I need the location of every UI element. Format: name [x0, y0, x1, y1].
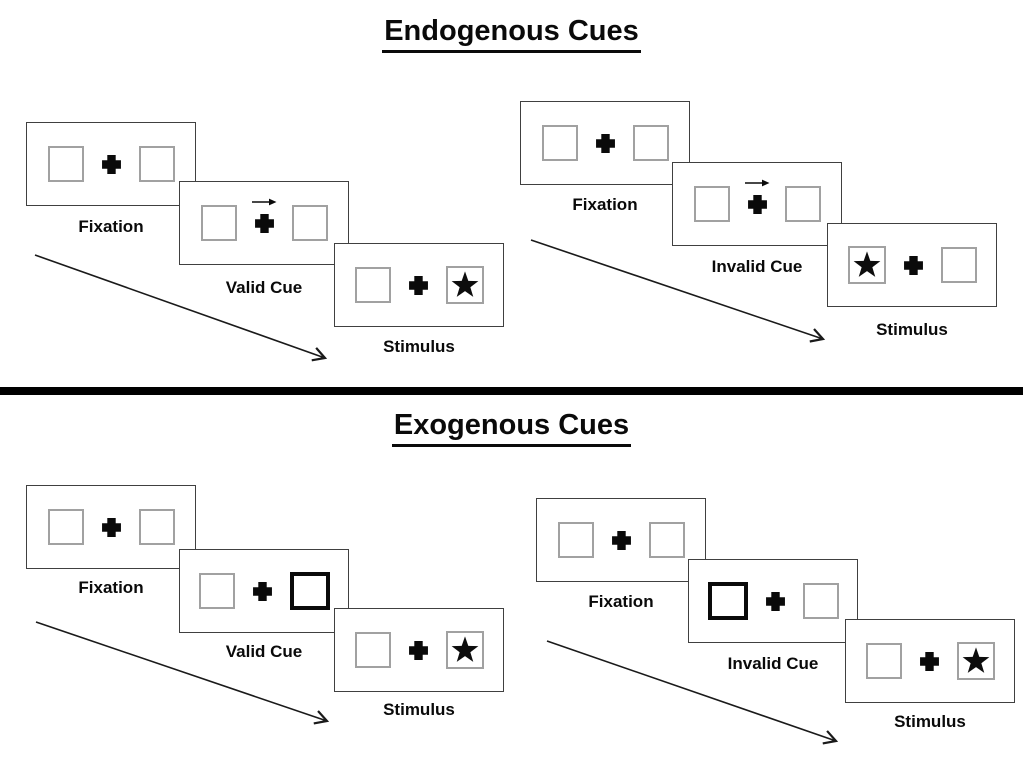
step-label: Stimulus [894, 712, 966, 731]
step-label: Fixation [572, 195, 638, 214]
exogenous-section-title: Exogenous Cues [391, 409, 632, 447]
plus-cross-icon [765, 591, 785, 611]
panel-exo-invalid-fixation [536, 498, 706, 582]
left-box [200, 205, 237, 241]
plus-cross-icon [101, 517, 121, 537]
step-label: Fixation [588, 592, 654, 611]
step-label: Invalid Cue [727, 654, 819, 673]
panel-exo-valid-stimulus [334, 608, 504, 692]
plus-cross-icon [101, 154, 121, 174]
panel-endo-invalid-cue [672, 162, 842, 246]
plus-cross-icon [919, 651, 939, 671]
right-box [802, 583, 839, 619]
plus-cross-icon [611, 530, 631, 550]
step-label: Stimulus [876, 320, 948, 339]
left-box [865, 643, 902, 679]
panel-endo-valid-fixation [26, 122, 196, 206]
left-box [354, 267, 391, 303]
right-box-with-star [956, 642, 995, 680]
filled-star-icon [853, 251, 880, 277]
plus-cross-icon [254, 213, 274, 233]
panel-endo-valid-stimulus [334, 243, 504, 327]
right-box [632, 125, 669, 161]
diagonal-arrow-icon [35, 621, 330, 725]
right-box [784, 186, 821, 222]
right-box [648, 522, 685, 558]
plus-cross-icon [903, 255, 923, 275]
filled-star-icon [451, 636, 478, 662]
step-label: Valid Cue [225, 642, 303, 661]
exogenous-title-row: Exogenous Cues [0, 409, 1023, 447]
section-divider [0, 387, 1023, 395]
panel-exo-valid-fixation [26, 485, 196, 569]
panel-endo-invalid-stimulus [827, 223, 997, 307]
step-label: Stimulus [383, 337, 455, 356]
plus-cross-icon [595, 133, 615, 153]
panel-exo-valid-cue [179, 549, 349, 633]
panel-exo-invalid-cue [688, 559, 858, 643]
left-box [693, 186, 730, 222]
left-box [541, 125, 578, 161]
diagonal-arrow-icon [530, 239, 826, 343]
left-box [47, 509, 84, 545]
panel-endo-invalid-fixation [520, 101, 690, 185]
left-box [198, 573, 235, 609]
diagonal-arrow-icon [34, 254, 328, 362]
right-box [138, 146, 175, 182]
endogenous-section-title: Endogenous Cues [382, 15, 641, 53]
filled-star-icon [451, 271, 478, 297]
filled-star-icon [962, 647, 989, 673]
right-box-bold-cue [289, 572, 330, 610]
left-box [557, 522, 594, 558]
endogenous-title-row: Endogenous Cues [0, 15, 1023, 53]
right-arrow-icon [745, 179, 770, 187]
step-label: Stimulus [383, 700, 455, 719]
step-label: Invalid Cue [711, 257, 803, 276]
right-box [940, 247, 977, 283]
left-box-with-star [847, 246, 886, 284]
plus-cross-icon [408, 640, 428, 660]
left-box [47, 146, 84, 182]
plus-cross-icon [252, 581, 272, 601]
step-label: Fixation [78, 217, 144, 236]
right-arrow-icon [252, 198, 277, 206]
step-label: Fixation [78, 578, 144, 597]
panel-endo-valid-cue [179, 181, 349, 265]
panel-exo-invalid-stimulus [845, 619, 1015, 703]
step-label: Valid Cue [225, 278, 303, 297]
right-box [138, 509, 175, 545]
plus-cross-icon [747, 194, 767, 214]
left-box [354, 632, 391, 668]
plus-cross-icon [408, 275, 428, 295]
right-box-with-star [445, 266, 484, 304]
right-box-with-star [445, 631, 484, 669]
left-box-bold-cue [707, 582, 748, 620]
right-box [291, 205, 328, 241]
